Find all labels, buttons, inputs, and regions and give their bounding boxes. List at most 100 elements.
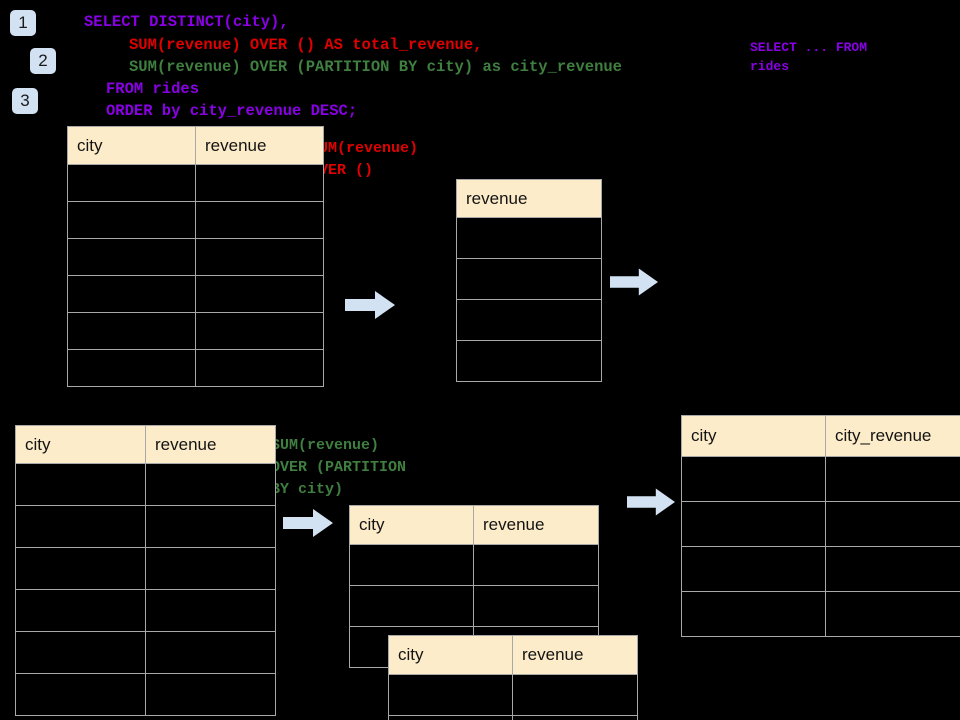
table-row: [15, 589, 276, 632]
partition-group-table-front: city revenue: [388, 635, 638, 720]
table-cell: [456, 299, 602, 341]
table-cell: [145, 589, 276, 632]
table-row: [67, 349, 324, 387]
rides-source-table-partitioned: city revenue: [15, 425, 276, 716]
table-row: [456, 217, 602, 259]
table-cell: [681, 501, 826, 547]
table-cell: [195, 164, 324, 202]
table-cell: [195, 312, 324, 350]
table-cell: [681, 456, 826, 502]
table-row: [681, 591, 960, 637]
table-cell: [456, 340, 602, 382]
column-header-city: city: [349, 505, 474, 545]
table-cell: [456, 258, 602, 300]
table-cell: [473, 585, 599, 627]
table-cell: [825, 456, 960, 502]
step-badge-3: 3: [12, 88, 38, 114]
table-cell: [67, 275, 196, 313]
step-badge-2: 2: [30, 48, 56, 74]
table-cell: [145, 673, 276, 716]
table-row: [456, 258, 602, 300]
table-header-row: city revenue: [15, 425, 276, 464]
column-header-revenue: revenue: [473, 505, 599, 545]
table-cell: [349, 585, 474, 627]
table-header-row: city revenue: [67, 126, 324, 165]
table-cell: [512, 715, 638, 720]
table-row: [15, 673, 276, 716]
table-row: [681, 456, 960, 502]
sql-line-sum-over-empty: SUM(revenue) OVER () AS total_revenue,: [129, 36, 483, 54]
table-cell: [67, 238, 196, 276]
table-header-row: city revenue: [388, 635, 638, 675]
table-cell: [195, 238, 324, 276]
table-row: [67, 164, 324, 202]
table-cell: [195, 275, 324, 313]
sql-line-sum-over-partition: SUM(revenue) OVER (PARTITION BY city) as…: [129, 58, 622, 76]
table-row: [349, 544, 599, 586]
result-table: city city_revenue: [681, 415, 960, 637]
arrow-total-to-result-icon: [610, 268, 658, 296]
table-cell: [15, 547, 146, 590]
table-cell: [67, 164, 196, 202]
column-header-revenue: revenue: [145, 425, 276, 464]
column-header-city-revenue: city_revenue: [825, 415, 960, 457]
arrow-source-to-partition-icon: [283, 509, 333, 537]
table-cell: [195, 201, 324, 239]
arrow-source-to-total-icon: [345, 291, 395, 319]
column-header-city: city: [67, 126, 196, 165]
annotation-over-empty: SUM(revenue) OVER (): [310, 140, 419, 179]
column-header-city: city: [388, 635, 513, 675]
step-badge-1: 1: [10, 10, 36, 36]
table-row: [15, 631, 276, 674]
table-cell: [825, 591, 960, 637]
column-header-city: city: [15, 425, 146, 464]
table-cell: [349, 544, 474, 586]
arrow-partition-to-result-icon: [627, 488, 675, 516]
table-cell: [67, 349, 196, 387]
table-cell: [512, 674, 638, 716]
table-cell: [145, 463, 276, 506]
table-row: [456, 299, 602, 341]
table-row: [681, 501, 960, 547]
rides-source-table: city revenue: [67, 126, 324, 387]
table-header-row: city revenue: [349, 505, 599, 545]
total-revenue-table: revenue: [456, 179, 602, 382]
table-row: [67, 201, 324, 239]
column-header-revenue: revenue: [512, 635, 638, 675]
column-header-revenue: revenue: [456, 179, 602, 218]
table-header-row: revenue: [456, 179, 602, 218]
annotation-over-partition: SUM(revenue) OVER (PARTITION BY city): [271, 437, 407, 498]
table-cell: [15, 463, 146, 506]
table-row: [15, 547, 276, 590]
table-row: [67, 238, 324, 276]
table-cell: [145, 631, 276, 674]
table-cell: [67, 312, 196, 350]
table-cell: [15, 589, 146, 632]
sql-line-select-distinct: SELECT DISTINCT(city),: [84, 13, 289, 31]
table-cell: [145, 505, 276, 548]
table-header-row: city city_revenue: [681, 415, 960, 457]
column-header-city: city: [681, 415, 826, 457]
table-cell: [15, 631, 146, 674]
table-row: [15, 463, 276, 506]
sidenote-select-from-rides: SELECT ... FROM rides: [750, 40, 868, 74]
table-cell: [388, 715, 513, 720]
table-row: [67, 275, 324, 313]
sql-line-from-rides: FROM rides: [106, 80, 200, 98]
table-cell: [473, 544, 599, 586]
table-cell: [67, 201, 196, 239]
table-cell: [145, 547, 276, 590]
table-cell: [195, 349, 324, 387]
table-row: [388, 674, 638, 716]
sql-line-order-by: ORDER by city_revenue DESC;: [106, 102, 358, 120]
column-header-revenue: revenue: [195, 126, 324, 165]
table-cell: [825, 501, 960, 547]
table-cell: [15, 673, 146, 716]
table-cell: [681, 591, 826, 637]
table-row: [456, 340, 602, 382]
table-cell: [825, 546, 960, 592]
table-cell: [681, 546, 826, 592]
table-row: [681, 546, 960, 592]
table-row: [67, 312, 324, 350]
